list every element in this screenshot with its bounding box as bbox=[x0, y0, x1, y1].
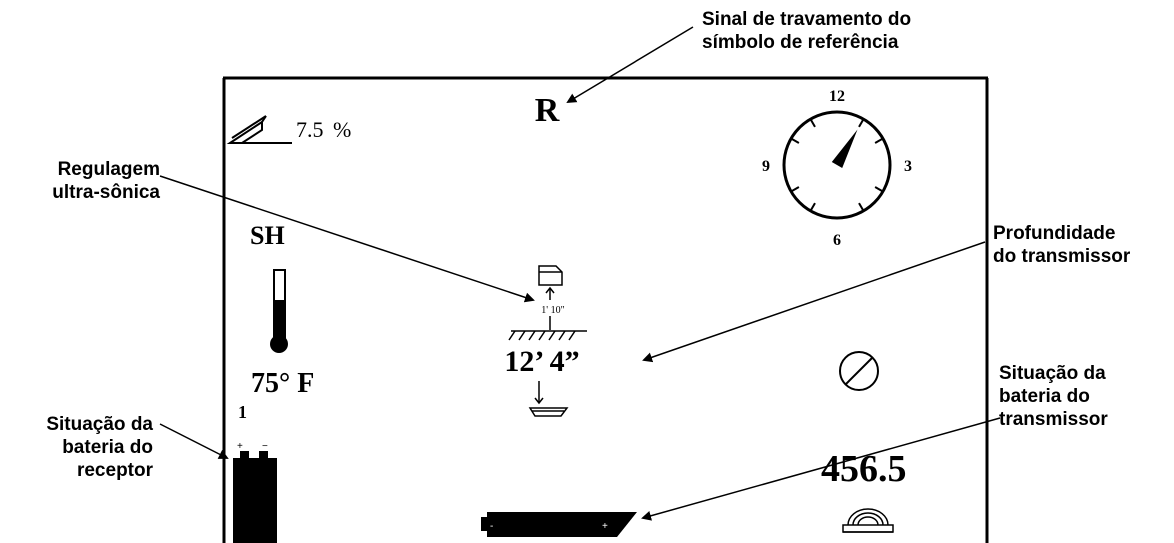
svg-text:+: + bbox=[602, 521, 608, 532]
clock-tick bbox=[874, 186, 884, 193]
ground-hatch-mark bbox=[528, 330, 536, 341]
ultrasonic-sensor-icon bbox=[538, 265, 563, 330]
ground-hatch-mark bbox=[558, 330, 566, 341]
callout-arrows bbox=[159, 26, 1001, 521]
thermometer-icon bbox=[270, 269, 288, 353]
depth-reading: 12’ 4” bbox=[504, 345, 579, 378]
callout-ultrasonic: Regulagem ultra-sônica bbox=[52, 159, 160, 203]
ground-hatch-mark bbox=[538, 330, 546, 341]
receiver-battery-label: 1 bbox=[238, 402, 247, 422]
signal-wave-icon bbox=[842, 508, 894, 533]
pitch-icon bbox=[226, 115, 292, 144]
arrow-transmitter-battery bbox=[641, 417, 1001, 521]
clock-tick bbox=[790, 186, 800, 193]
pitch-value: 7.5 bbox=[296, 117, 324, 142]
roll-clock: 12 3 6 9 bbox=[762, 88, 912, 249]
receiver-battery-icon: + − bbox=[233, 441, 277, 543]
callout-reference-lock: Sinal de travamento do símbolo de referê… bbox=[702, 9, 912, 53]
clock-pointer bbox=[831, 129, 858, 168]
callout-transmitter-battery: Situação da bateria do transmissor bbox=[999, 363, 1108, 430]
transmitter-battery-icon: - + bbox=[481, 512, 637, 537]
clock-label-9: 9 bbox=[762, 158, 770, 175]
clock-tick bbox=[874, 137, 884, 144]
svg-text:+: + bbox=[237, 441, 243, 452]
clock-tick bbox=[809, 118, 816, 128]
callout-depth: Profundidade do transmissor bbox=[993, 223, 1131, 267]
clock-label-3: 3 bbox=[904, 158, 912, 175]
arrow-ultrasonic bbox=[159, 175, 535, 303]
screen-frame bbox=[222, 76, 989, 543]
circle-slash-icon bbox=[839, 351, 879, 391]
clock-label-6: 6 bbox=[833, 232, 841, 249]
arrow-depth bbox=[642, 241, 986, 363]
arrow-receiver-battery bbox=[159, 423, 229, 459]
frequency-reading: 456.5 bbox=[821, 448, 907, 490]
clock-tick bbox=[858, 118, 865, 128]
clock-tick bbox=[790, 137, 800, 144]
mode-label: SH bbox=[250, 221, 285, 250]
svg-text:-: - bbox=[490, 521, 493, 532]
callout-receiver-battery: Situação da bateria do receptor bbox=[46, 414, 153, 481]
transmitter-icon bbox=[528, 381, 569, 417]
clock-label-12: 12 bbox=[829, 88, 845, 105]
svg-text:−: − bbox=[262, 441, 268, 452]
arrow-reference-lock bbox=[566, 26, 694, 104]
ground-hatch-mark bbox=[548, 330, 556, 341]
temperature-reading: 75° F bbox=[251, 368, 314, 399]
ground-hatch-mark bbox=[518, 330, 526, 341]
clock-tick bbox=[858, 202, 865, 212]
reference-lock-symbol: R bbox=[535, 92, 560, 129]
clock-tick bbox=[809, 202, 816, 212]
ultrasonic-reading: 1' 10" bbox=[541, 305, 564, 316]
ground-hatch-mark bbox=[508, 330, 516, 341]
pitch-unit: % bbox=[333, 117, 351, 142]
ground-surface bbox=[508, 330, 587, 341]
ground-hatch-mark bbox=[568, 330, 576, 341]
